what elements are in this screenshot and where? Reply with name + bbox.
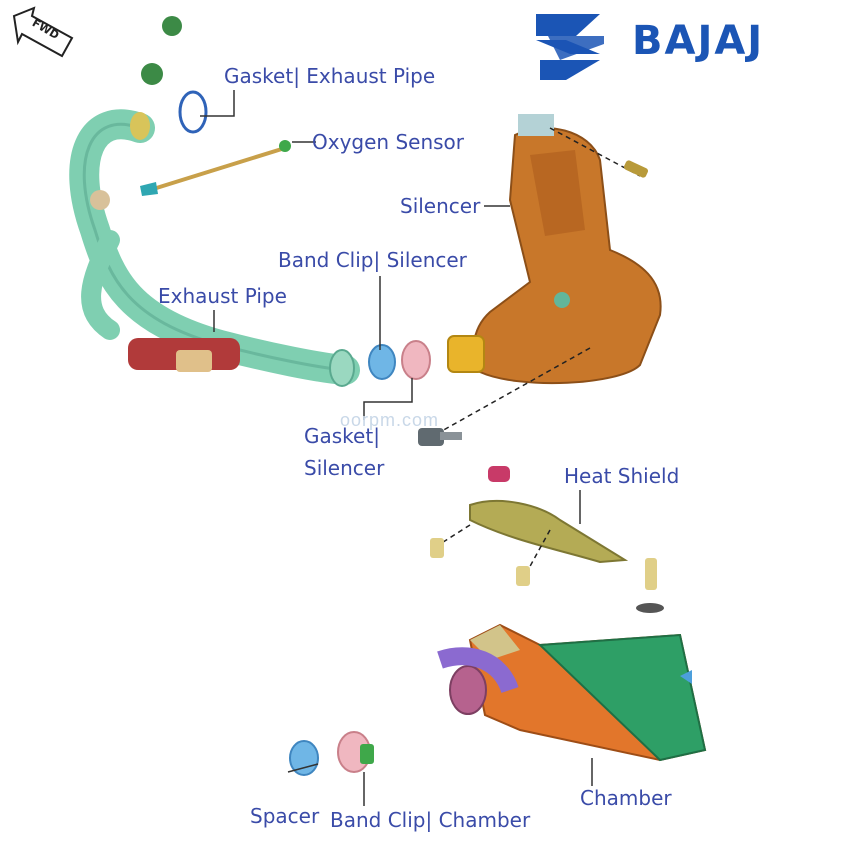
label-silencer: Silencer bbox=[400, 194, 481, 218]
heat-shield-part bbox=[430, 466, 664, 613]
label-band-clip-chamber: Band Clip| Chamber bbox=[330, 808, 531, 832]
label-gasket-exhaust-pipe: Gasket| Exhaust Pipe bbox=[224, 64, 436, 88]
bajaj-wing-logo-icon bbox=[536, 14, 604, 80]
brand-logo-text: BAJAJ bbox=[632, 18, 765, 64]
label-spacer: Spacer bbox=[250, 804, 320, 828]
gasket-ring-icon bbox=[178, 90, 208, 134]
chamber-part bbox=[437, 623, 707, 762]
label-gasket-silencer-line1: Gasket| bbox=[304, 424, 380, 448]
leader-lines bbox=[200, 90, 593, 806]
gasket-silencer-part bbox=[401, 340, 431, 380]
label-chamber: Chamber bbox=[580, 786, 672, 810]
silencer-bolt-part bbox=[418, 347, 591, 446]
fwd-arrow-icon: FWD bbox=[12, 6, 74, 58]
label-heat-shield: Heat Shield bbox=[564, 464, 680, 488]
exhaust-pipe-part bbox=[69, 109, 360, 387]
band-clip-silencer-part bbox=[368, 344, 396, 380]
silencer-part bbox=[447, 114, 662, 385]
band-clip-chamber-part bbox=[337, 731, 374, 773]
watermark-text: oorpm.com bbox=[340, 410, 440, 430]
cap-top-icon bbox=[162, 16, 182, 36]
label-gasket-silencer-line2: Silencer bbox=[304, 456, 385, 480]
label-band-clip-silencer: Band Clip| Silencer bbox=[278, 248, 467, 272]
label-oxygen-sensor: Oxygen Sensor bbox=[312, 130, 465, 154]
cap-bottom-icon bbox=[141, 63, 163, 85]
oxygen-sensor-part bbox=[140, 140, 291, 196]
label-exhaust-pipe: Exhaust Pipe bbox=[158, 284, 287, 308]
